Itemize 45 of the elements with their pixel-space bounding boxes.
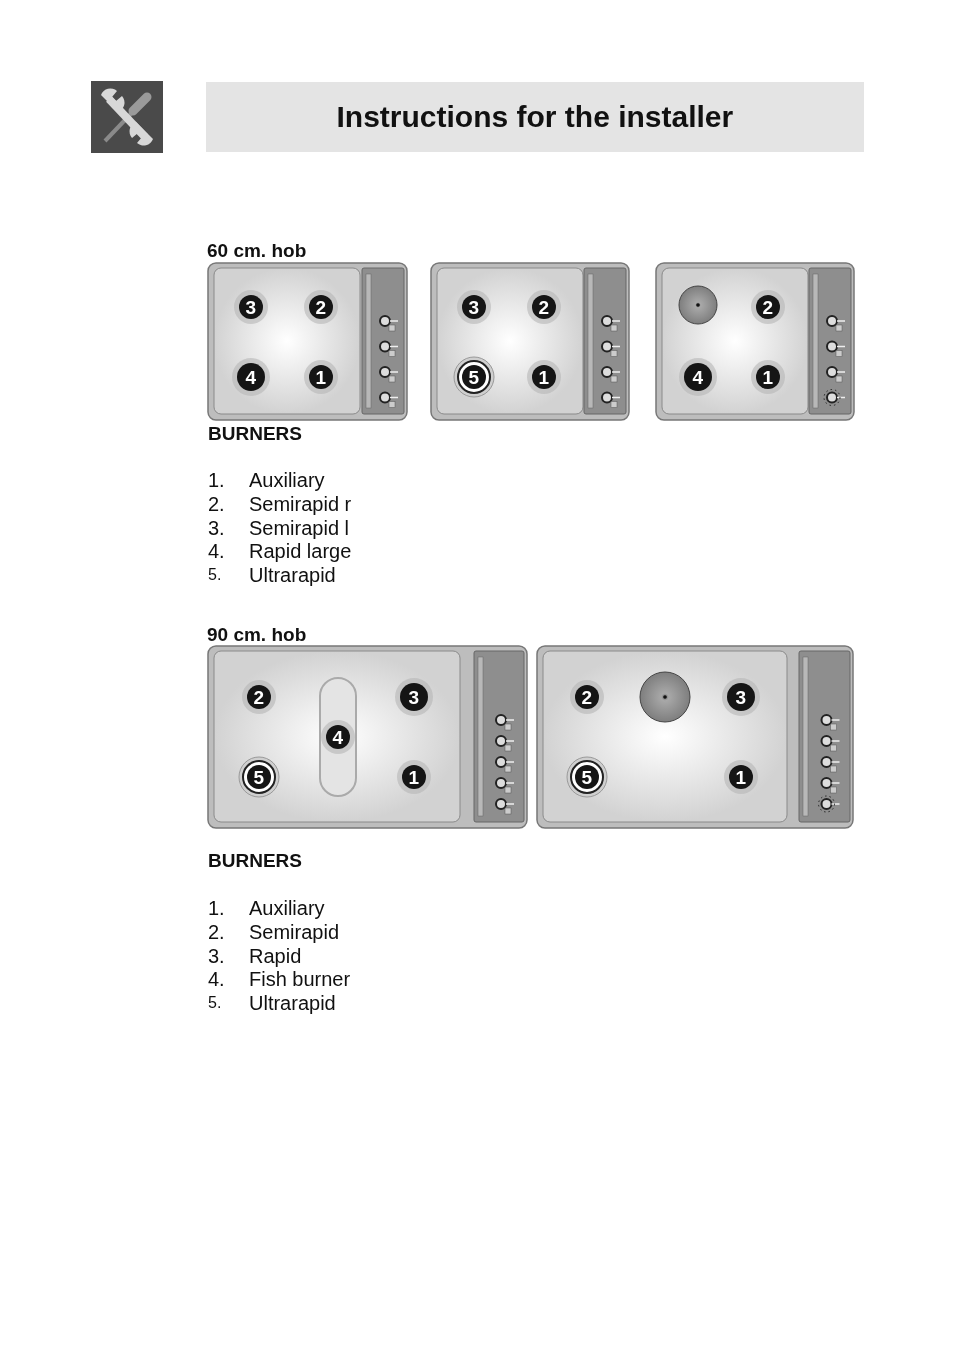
burner-number: 1 [408, 767, 420, 787]
burner-number: 1 [538, 367, 550, 387]
burner-number: 1 [735, 767, 747, 787]
list-number: 1. [208, 470, 225, 490]
burner-number: 2 [538, 297, 550, 317]
list-number: 3. [208, 518, 225, 538]
burner-number: 3 [245, 297, 257, 317]
section-heading: 90 cm. hob [207, 624, 307, 644]
burner-name: Semirapid l [249, 518, 350, 538]
list-number: 1. [208, 898, 225, 918]
list-number: 4. [208, 969, 225, 989]
burner-number: 5 [253, 767, 265, 787]
burner-number: 2 [581, 687, 593, 707]
list-number: 2. [208, 922, 225, 942]
burner-number: 2 [762, 297, 774, 317]
burner-number: 3 [735, 687, 747, 707]
burner-name: Auxiliary [249, 898, 325, 918]
list-heading: BURNERS [208, 423, 302, 443]
burner-name: Fish burner [249, 969, 351, 989]
list-number: 5. [208, 995, 222, 1011]
burner-number: 5 [468, 367, 480, 387]
list-number: 3. [208, 946, 225, 966]
burner-name: Ultrarapid [249, 565, 336, 585]
burner-number: 5 [581, 767, 593, 787]
burner-number: 2 [253, 687, 265, 707]
list-number: 5. [208, 567, 222, 583]
burner-name: Ultrarapid [249, 993, 336, 1013]
burner-name: Rapid large [249, 541, 352, 561]
burner-number: 4 [692, 367, 704, 387]
list-number: 4. [208, 541, 225, 561]
burner-number: 1 [315, 367, 327, 387]
burner-name: Rapid [249, 946, 302, 966]
list-heading: BURNERS [208, 850, 302, 870]
burner-number: 2 [315, 297, 327, 317]
list-number: 2. [208, 494, 225, 514]
burner-name: Semirapid [249, 922, 340, 942]
burner-number: 1 [762, 367, 774, 387]
burner-name: Auxiliary [249, 470, 325, 490]
burner-number: 3 [408, 687, 420, 707]
burner-name: Semirapid r [249, 494, 352, 514]
page-title: Instructions for the installer [336, 102, 734, 132]
burner-number: 4 [332, 727, 344, 747]
section-heading: 60 cm. hob [207, 240, 307, 260]
burner-number: 4 [245, 367, 257, 387]
burner-number: 3 [468, 297, 480, 317]
